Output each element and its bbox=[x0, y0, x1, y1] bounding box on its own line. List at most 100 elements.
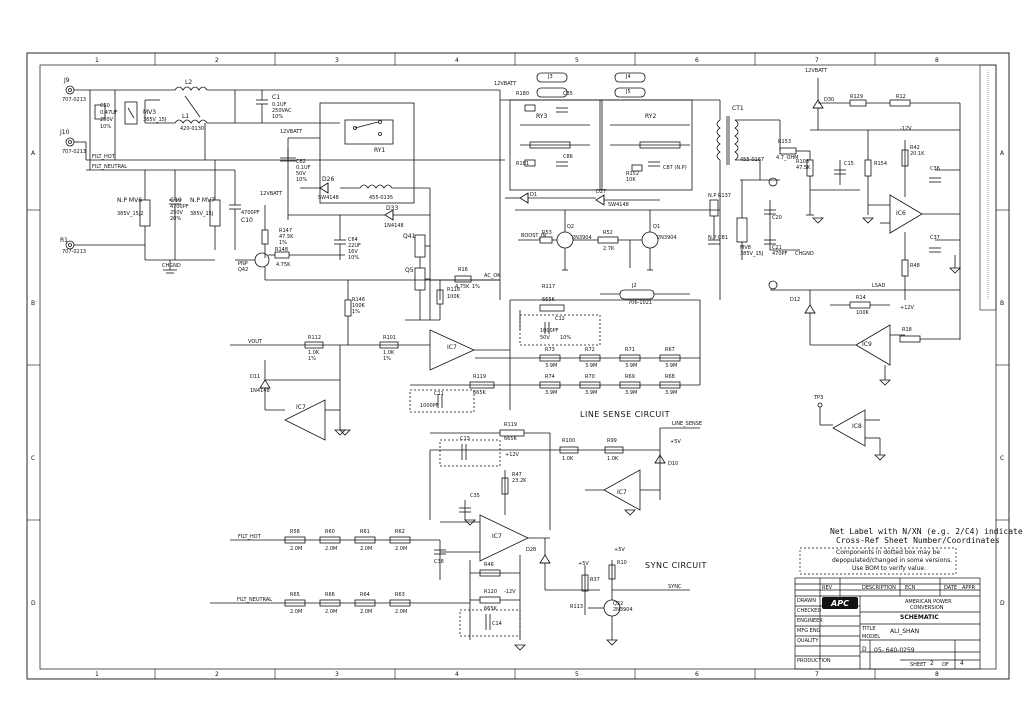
zone-col-4-bottom: 4 bbox=[455, 671, 459, 678]
input-filter-wiring bbox=[65, 85, 505, 281]
label-r74: R74 bbox=[545, 374, 555, 380]
label-r69: R69 bbox=[625, 374, 635, 380]
label-d1: D1 bbox=[530, 192, 538, 198]
note-line-2: Cross-Ref Sheet Number/Coordinates bbox=[836, 536, 1000, 545]
label-r108-val: 47.5K bbox=[796, 165, 811, 171]
label-r113: R113 bbox=[570, 604, 584, 610]
tb-sheet-label: SHEET bbox=[910, 662, 927, 668]
label-q5: Q5 bbox=[405, 267, 414, 274]
label-c19: C19 bbox=[170, 197, 182, 204]
label-d10: D10 bbox=[668, 461, 679, 467]
zone-col-2-bottom: 2 bbox=[215, 671, 219, 678]
label-d27-part: SW4148 bbox=[608, 202, 629, 208]
apc-logo: APC bbox=[822, 597, 858, 609]
label-filt-neutral: FILT_NEUTRAL bbox=[92, 164, 128, 170]
label-r148-val: 4.75K bbox=[276, 262, 291, 268]
label-vbatt-4: 12VBATT bbox=[805, 68, 828, 74]
label-r71-val: 3.9M bbox=[625, 363, 638, 369]
note-dotted-box bbox=[799, 547, 957, 575]
label-r47-val: 23.2K bbox=[512, 478, 527, 484]
label-r65-val: 2.0M bbox=[290, 609, 303, 615]
label-c87: C87 (N.P) bbox=[663, 165, 687, 171]
zone-col-7: 7 bbox=[815, 57, 819, 64]
label-ry1-part: 455-0135 bbox=[369, 195, 394, 201]
label-c50: C50 bbox=[100, 103, 110, 109]
line-sense-title: LINE SENSE CIRCUIT bbox=[580, 410, 670, 419]
label-r67-val: 3.9M bbox=[665, 363, 678, 369]
zone-row-b: B bbox=[31, 300, 36, 307]
label-r73: R73 bbox=[545, 347, 555, 353]
label-mv6: N.P MV6 bbox=[117, 197, 143, 204]
label-l2: L2 bbox=[185, 79, 193, 86]
label-r53: R53 bbox=[542, 230, 552, 236]
label-r1-part: 707-0213 bbox=[62, 249, 87, 255]
label-c20: C20 bbox=[772, 215, 782, 221]
zone-col-8-bottom: 8 bbox=[935, 671, 939, 678]
label-r152-val: 10K bbox=[626, 177, 636, 183]
label-r63: R63 bbox=[395, 592, 405, 598]
label-r66: R66 bbox=[325, 592, 335, 598]
label-c50-v: 250V bbox=[100, 117, 113, 123]
label-r119: R119 bbox=[473, 374, 487, 380]
label-d28: D28 bbox=[526, 547, 537, 553]
zone-col-3: 3 bbox=[335, 57, 339, 64]
tb-company-name-2: CONVERSION bbox=[910, 605, 944, 611]
label-r52: R52 bbox=[603, 230, 613, 236]
zone-row-c: C bbox=[31, 455, 36, 462]
label-r118: R118 bbox=[447, 287, 461, 293]
label-r67: R67 bbox=[665, 347, 675, 353]
label-ry2: RY2 bbox=[645, 113, 657, 120]
label-r63-val: 2.0M bbox=[395, 609, 408, 615]
label-r68: R68 bbox=[665, 374, 675, 380]
label-vbatt-1: 12VBATT bbox=[260, 191, 283, 197]
label-cb1: N.P CB1 bbox=[708, 235, 729, 241]
label-r72-val: 3.9M bbox=[585, 363, 598, 369]
zone-row-b-right: B bbox=[1000, 300, 1005, 307]
label-r147-val: 47.5K bbox=[279, 234, 294, 240]
label-c50-val: 0.47UF bbox=[100, 110, 118, 116]
label-c21: C21 bbox=[772, 245, 782, 251]
label-pos5v-c: +5V bbox=[578, 561, 589, 567]
label-q2: Q2 bbox=[567, 224, 575, 230]
label-boost-in: BOOST_IN bbox=[521, 233, 547, 239]
label-r42-val: 20.1K bbox=[910, 151, 925, 157]
label-r117: R117 bbox=[542, 284, 556, 290]
label-l1-val: 420-0130 bbox=[180, 126, 205, 132]
label-r101: R101 bbox=[383, 335, 397, 341]
relay-ry1 bbox=[280, 102, 500, 321]
title-block bbox=[794, 577, 981, 670]
zone-col-5-bottom: 5 bbox=[575, 671, 579, 678]
label-c86: C86 bbox=[563, 154, 573, 160]
zone-col-1-bottom: 1 bbox=[95, 671, 99, 678]
label-line-sense: LINE_SENSE bbox=[672, 421, 703, 427]
label-c12-val: 1000PF bbox=[540, 328, 559, 334]
inner-frame bbox=[39, 64, 997, 670]
label-c11-val: 1000PF bbox=[420, 403, 439, 409]
label-c36: C36 bbox=[930, 166, 940, 172]
label-ic9: IC9 bbox=[862, 341, 872, 348]
label-c64-val: 22UF bbox=[348, 243, 361, 249]
zone-col-5: 5 bbox=[575, 57, 579, 64]
zone-row-d: D bbox=[31, 600, 36, 607]
label-filt-hot-2: FILT_HOT bbox=[238, 534, 261, 540]
label-r73-val: 3.9M bbox=[545, 363, 558, 369]
label-q42: Q42 bbox=[238, 267, 249, 273]
label-r147: R147 bbox=[279, 228, 293, 234]
label-r52-val: 2.7K bbox=[603, 246, 615, 252]
label-pos12v-a: +12V bbox=[900, 305, 914, 311]
ic7-section bbox=[230, 280, 701, 441]
label-pos12v-b: +12V bbox=[505, 452, 519, 458]
label-r46: R46 bbox=[484, 562, 494, 568]
label-r68-val: 3.9M bbox=[665, 390, 678, 396]
label-c62: C62 bbox=[296, 159, 306, 165]
label-j9-part: 707-0213 bbox=[62, 97, 87, 103]
label-r16-tol: 1% bbox=[472, 284, 480, 290]
label-ic8: IC8 bbox=[852, 423, 862, 430]
note-box-line-2: depopulated/changed in some versions. bbox=[832, 557, 953, 564]
ic9-section bbox=[770, 289, 960, 461]
tb-company-name-1: AMERICAN POWER bbox=[905, 599, 952, 605]
label-r72: R72 bbox=[585, 347, 595, 353]
label-c19-tol: 20% bbox=[170, 216, 182, 222]
label-c12-v: 50V bbox=[540, 335, 550, 341]
